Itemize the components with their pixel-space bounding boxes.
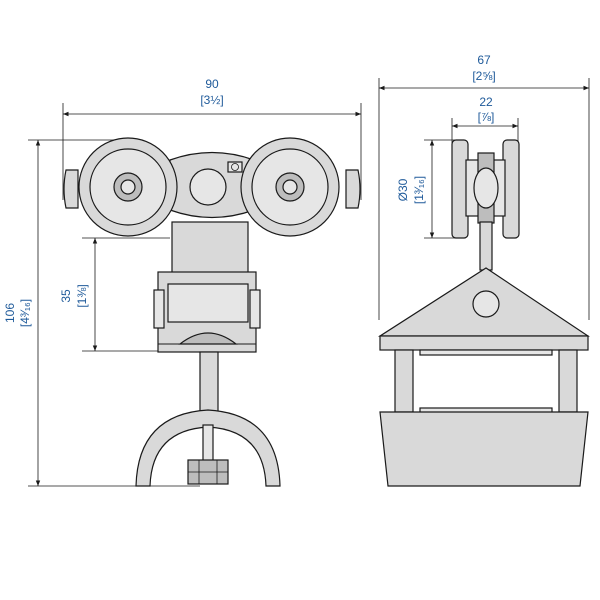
dim-67-value: 67 xyxy=(477,53,491,67)
left-tab xyxy=(63,169,79,209)
side-leg-left xyxy=(394,349,414,413)
dim-106-value: 106 xyxy=(3,303,17,323)
side-top-strip xyxy=(419,349,553,356)
center-hub xyxy=(189,168,227,206)
side-leg-right xyxy=(558,349,578,413)
side-lower-block xyxy=(379,411,589,487)
small-nut xyxy=(227,161,243,173)
dim-90-value: 90 xyxy=(205,77,219,91)
small-nut-hole xyxy=(231,163,239,171)
left-wheel-axle xyxy=(120,179,136,195)
dim-35-inch: [1⅜] xyxy=(75,284,89,307)
dim-90-inch: [3½] xyxy=(200,93,223,107)
dim-22-value: 22 xyxy=(479,95,493,109)
front-view: 90 [3½] 106 [4³⁄₁₆] 35 [1⅜] xyxy=(3,77,362,487)
dim-67-inch: [2⅝] xyxy=(472,69,495,83)
dim-106-inch: [4³⁄₁₆] xyxy=(18,299,32,327)
dim-30-value: Ø30 xyxy=(396,178,410,201)
bracket-left-lug xyxy=(153,289,165,329)
right-tab xyxy=(345,169,361,209)
bracket-plate xyxy=(167,283,249,323)
side-hub xyxy=(473,167,499,209)
bracket-right-lug xyxy=(249,289,261,329)
side-view: 67 [2⅝] 22 [⅞] Ø30 [1³⁄₁₆] xyxy=(377,53,590,487)
right-wheel-axle xyxy=(282,179,298,195)
side-plate-base xyxy=(379,335,589,351)
body-neck xyxy=(171,221,249,275)
arch-slot xyxy=(202,424,214,462)
side-plate-hole xyxy=(472,290,500,318)
hanger-arch xyxy=(135,409,281,487)
dim-22-inch: [⅞] xyxy=(478,110,495,124)
dim-35-value: 35 xyxy=(59,289,73,303)
dim-30-inch: [1³⁄₁₆] xyxy=(412,176,426,204)
side-stem xyxy=(479,221,493,271)
